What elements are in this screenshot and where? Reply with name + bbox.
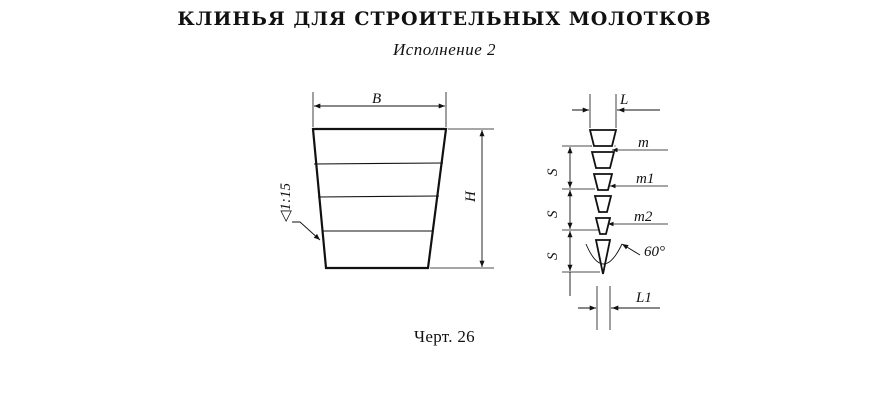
taper-leader-line — [292, 221, 321, 241]
depth-label: m2 — [634, 209, 653, 225]
depth-label: m — [638, 135, 649, 151]
wedge-front-view — [292, 92, 494, 270]
angle-arc — [585, 243, 623, 265]
width-label: B — [372, 91, 381, 107]
profile-segment — [590, 151, 616, 169]
profile-segment — [594, 217, 612, 235]
angle-label: 60° — [644, 244, 665, 260]
bottom-width-label: L1 — [635, 290, 652, 306]
height-label: H — [463, 190, 479, 203]
wedge-layer-line — [313, 162, 444, 165]
profile-segment — [588, 129, 618, 147]
document-subtitle: Исполнение 2 — [392, 40, 497, 59]
profile-segment — [592, 173, 614, 191]
pitch-label: S — [545, 252, 561, 260]
profile-segment — [593, 195, 613, 213]
depth-label: m1 — [636, 171, 654, 187]
wedge-outline — [311, 127, 448, 270]
taper-label: ◁1:15 — [278, 182, 294, 222]
profile-tip — [594, 239, 612, 275]
pitch-label: S — [545, 168, 561, 176]
wedge-layer-line — [317, 195, 440, 198]
figure-caption: Черт. 26 — [414, 327, 475, 346]
document-title: КЛИНЬЯ ДЛЯ СТРОИТЕЛЬНЫХ МОЛОТКОВ — [177, 8, 712, 30]
wedge-side-view — [562, 94, 668, 330]
pitch-label: S — [545, 210, 561, 218]
top-width-label: L — [619, 92, 628, 108]
